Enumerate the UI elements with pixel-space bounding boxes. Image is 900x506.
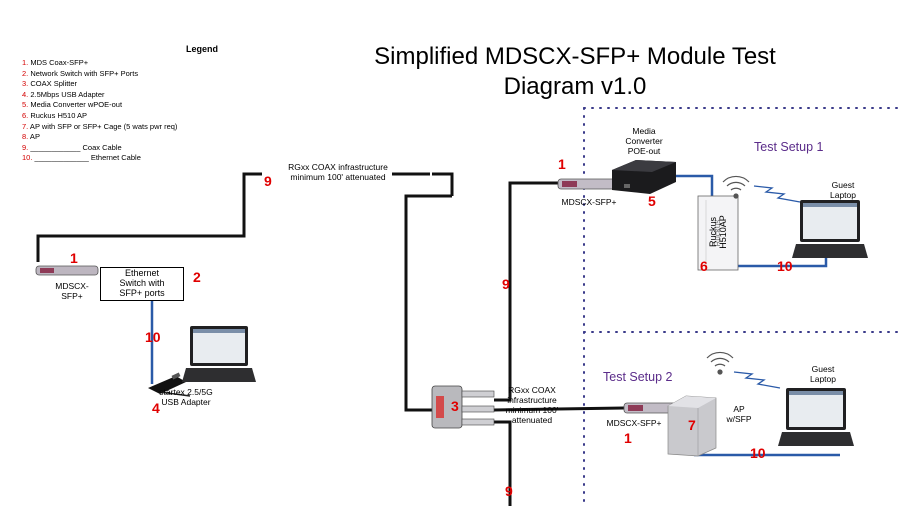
mdscx-top-label: MDSCX-SFP+ xyxy=(561,197,617,207)
title-line-2: Diagram v1.0 xyxy=(503,73,647,100)
label-line: H510AP xyxy=(718,215,728,249)
label-number: 9 xyxy=(502,276,510,292)
test-area-boundary xyxy=(583,107,900,506)
legend-item: 4. 2.5Mbps USB Adapter xyxy=(22,89,105,99)
wireless-link-icon xyxy=(753,185,801,203)
legend-item: 3. COAX Splitter xyxy=(22,79,78,89)
label-number: 1 xyxy=(70,250,78,266)
coax-splitter-label: RGxx COAX infrastructure minimum 100' at… xyxy=(499,385,565,425)
label-line: attenuated xyxy=(511,415,553,425)
legend-item: 10. _____________ Ethernet Cable xyxy=(22,153,141,163)
guest-laptop-label: Guest Laptop xyxy=(798,364,848,384)
label-number: 10 xyxy=(777,258,793,274)
media-converter-label: Media Converter POE-out xyxy=(618,126,670,156)
label-line: POE-out xyxy=(627,146,661,156)
label-line: Ethernet xyxy=(124,268,160,278)
legend-item: 7. AP with SFP or SFP+ Cage (5 wats pwr … xyxy=(22,121,178,131)
legend-item: 8. AP xyxy=(22,132,40,142)
label-number: 5 xyxy=(648,193,656,209)
label-line: w/SFP xyxy=(726,414,752,424)
ap-sfp-label: AP w/SFP xyxy=(722,404,756,424)
wireless-link-icon xyxy=(733,371,781,389)
usb-adapter-label: startex 2.5/5G USB Adapter xyxy=(146,387,226,407)
guest-laptop-label: Guest Laptop xyxy=(818,180,868,200)
mdscx-bottom-label: MDSCX-SFP+ xyxy=(606,418,662,428)
label-number: 9 xyxy=(505,483,513,499)
coax-cables xyxy=(36,172,625,506)
label-number: 7 xyxy=(688,417,696,433)
ethernet-switch-box: Ethernet Switch with SFP+ ports xyxy=(100,267,184,301)
test-setup-1-label: Test Setup 1 xyxy=(754,140,824,154)
media-converter xyxy=(612,160,676,194)
label-line: startex 2.5/5G xyxy=(159,387,213,397)
test-setup-2-label: Test Setup 2 xyxy=(603,370,673,384)
label-line: MDSCX- xyxy=(55,281,89,291)
label-number: 3 xyxy=(451,398,459,414)
mdscx-sfp-module-left xyxy=(35,265,99,276)
label-number: 6 xyxy=(700,258,708,274)
label-line: RGxx COAX xyxy=(508,385,556,395)
coax-splitter xyxy=(431,385,495,429)
legend-item: 6. Ruckus H510 AP xyxy=(22,110,88,120)
ruckus-ap-device xyxy=(697,195,739,271)
ap-with-sfp-device xyxy=(667,395,717,457)
legend-item: 1. MDS Coax-SFP+ xyxy=(22,58,89,67)
label-line: USB Adapter xyxy=(161,397,211,407)
coax-infrastructure-label: RGxx COAX infrastructure minimum 100' at… xyxy=(288,162,388,182)
label-line: Laptop xyxy=(830,190,856,200)
legend-list: 1. MDS Coax-SFP+ 2. Network Switch with … xyxy=(22,58,177,164)
wifi-signal-icon xyxy=(722,175,750,199)
label-number: 10 xyxy=(750,445,766,461)
legend-item: 5. Media Converter wPOE-out xyxy=(22,100,123,110)
page-title: Simplified MDSCX-SFP+ Module Test Diagra… xyxy=(330,42,820,102)
label-line: Guest xyxy=(831,180,855,190)
label-line: minimum 100' xyxy=(505,405,559,415)
label-line: Media xyxy=(632,126,656,136)
label-number: 1 xyxy=(624,430,632,446)
label-line: Laptop xyxy=(810,374,836,384)
label-line: Converter xyxy=(625,136,663,146)
laptop-icon xyxy=(182,326,256,382)
label-number: 2 xyxy=(193,269,201,285)
title-line-1: Simplified MDSCX-SFP+ Module Test xyxy=(374,43,776,70)
ruckus-ap-label: Ruckus H510AP xyxy=(708,205,728,259)
mdscx-left-label: MDSCX- SFP+ xyxy=(52,281,92,301)
label-line: Switch with xyxy=(119,278,165,288)
label-number: 9 xyxy=(264,173,272,189)
legend-title: Legend xyxy=(186,44,219,54)
wifi-signal-icon xyxy=(706,351,734,375)
laptop-icon xyxy=(792,200,868,258)
label-number: 4 xyxy=(152,400,160,416)
label-line: infrastructure xyxy=(507,395,557,405)
label-line: Ruckus xyxy=(708,217,718,248)
label-number: 10 xyxy=(145,329,161,345)
legend-item: 2. Network Switch with SFP+ Ports xyxy=(22,68,139,78)
legend-item: 9. ____________ Coax Cable xyxy=(22,142,122,152)
label-line: Guest xyxy=(811,364,835,374)
label-line: AP xyxy=(733,404,745,414)
label-line: SFP+ xyxy=(61,291,83,301)
usb-adapter-device xyxy=(148,372,191,397)
label-line: SFP+ ports xyxy=(119,288,165,298)
label-number: 1 xyxy=(558,156,566,172)
mdscx-sfp-module-top xyxy=(557,178,619,190)
laptop-icon xyxy=(778,388,854,446)
